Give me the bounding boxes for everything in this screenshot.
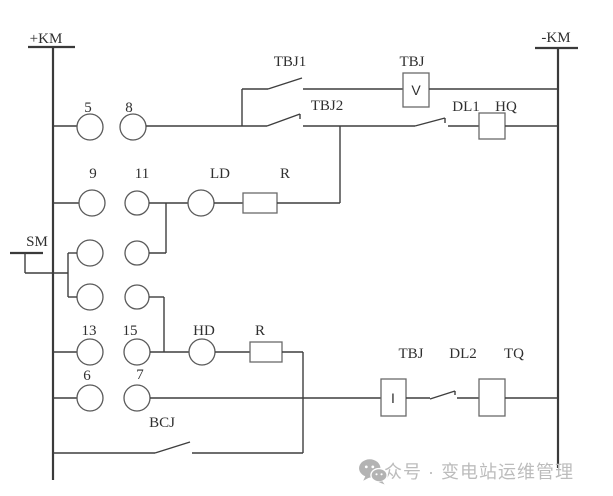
terminal-9: [78, 189, 106, 217]
tq-coil: [478, 378, 506, 417]
terminal-13: [76, 338, 104, 366]
terminal-13-label: 13: [82, 323, 97, 339]
dl1-contact-label: DL1: [452, 99, 480, 115]
terminal-5: [76, 113, 104, 141]
dl1-contact: [414, 117, 446, 127]
position-lamp-row-ld: [53, 126, 341, 217]
hq-coil-label: HQ: [495, 99, 517, 115]
ld-lamp-label: LD: [210, 166, 230, 182]
tbj-voltage-coil-label: TBJ: [399, 54, 424, 70]
terminal-8: [119, 113, 147, 141]
tbj-voltage-coil-letter: V: [411, 82, 421, 98]
bus-negative-label: -KM: [541, 30, 570, 46]
resistor-r-upper: [242, 192, 278, 214]
terminal-6: [76, 384, 104, 412]
terminal-11: [124, 190, 150, 216]
sm-switch: [10, 251, 68, 274]
negative-bus: [535, 46, 578, 468]
bcj-contact-label: BCJ: [149, 415, 175, 431]
ld-lamp: [187, 189, 215, 217]
watermark-text: 公众号 · 变电站运维管理: [365, 462, 574, 482]
watermark: 公众号 · 变电站运维管理: [358, 458, 574, 485]
tbj1-contact-label: TBJ1: [274, 54, 307, 70]
terminal-6-label: 6: [83, 368, 91, 384]
terminal-7: [123, 384, 151, 412]
bcj-branch: [53, 441, 303, 454]
position-lamp-row-hd: [53, 338, 304, 453]
terminal-11-label: 11: [135, 166, 149, 182]
tbj1-contact: [267, 77, 303, 90]
tbj2-contact-label: TBJ2: [311, 98, 344, 114]
terminal-5-label: 5: [84, 100, 92, 116]
tbj2-contact: [266, 113, 301, 127]
tq-coil-label: TQ: [504, 346, 524, 362]
sm-switch-label: SM: [26, 234, 48, 250]
resistor-r-upper-label: R: [280, 166, 290, 182]
resistor-r-lower: [249, 341, 283, 363]
tbj-current-coil: [380, 378, 407, 417]
terminal-7-label: 7: [136, 367, 144, 383]
tbj-voltage-coil: [402, 72, 430, 108]
resistor-r-lower-label: R: [255, 323, 265, 339]
tripping-circuit-row: [53, 378, 558, 417]
positive-bus: [28, 45, 75, 480]
tbj-current-coil-label: TBJ: [398, 346, 423, 362]
bus-positive-label: +KM: [30, 31, 63, 47]
terminal-pair-lower: [76, 283, 165, 352]
hd-lamp-label: HD: [193, 323, 215, 339]
terminal-8-label: 8: [125, 100, 133, 116]
tbj-seal-in-branch: [241, 72, 558, 126]
tbj-current-coil-letter: I: [391, 390, 395, 406]
terminal-15-label: 15: [123, 323, 138, 339]
bcj-contact: [154, 441, 191, 454]
dl2-contact-label: DL2: [449, 346, 477, 362]
closing-circuit-row: [53, 112, 558, 141]
terminal-15: [123, 338, 151, 366]
terminal-pair-upper: [76, 203, 167, 267]
dl2-contact: [429, 390, 456, 400]
hq-coil: [478, 112, 506, 140]
pair-bracket: [67, 252, 77, 298]
hd-lamp: [188, 338, 216, 366]
terminal-9-label: 9: [89, 166, 97, 182]
